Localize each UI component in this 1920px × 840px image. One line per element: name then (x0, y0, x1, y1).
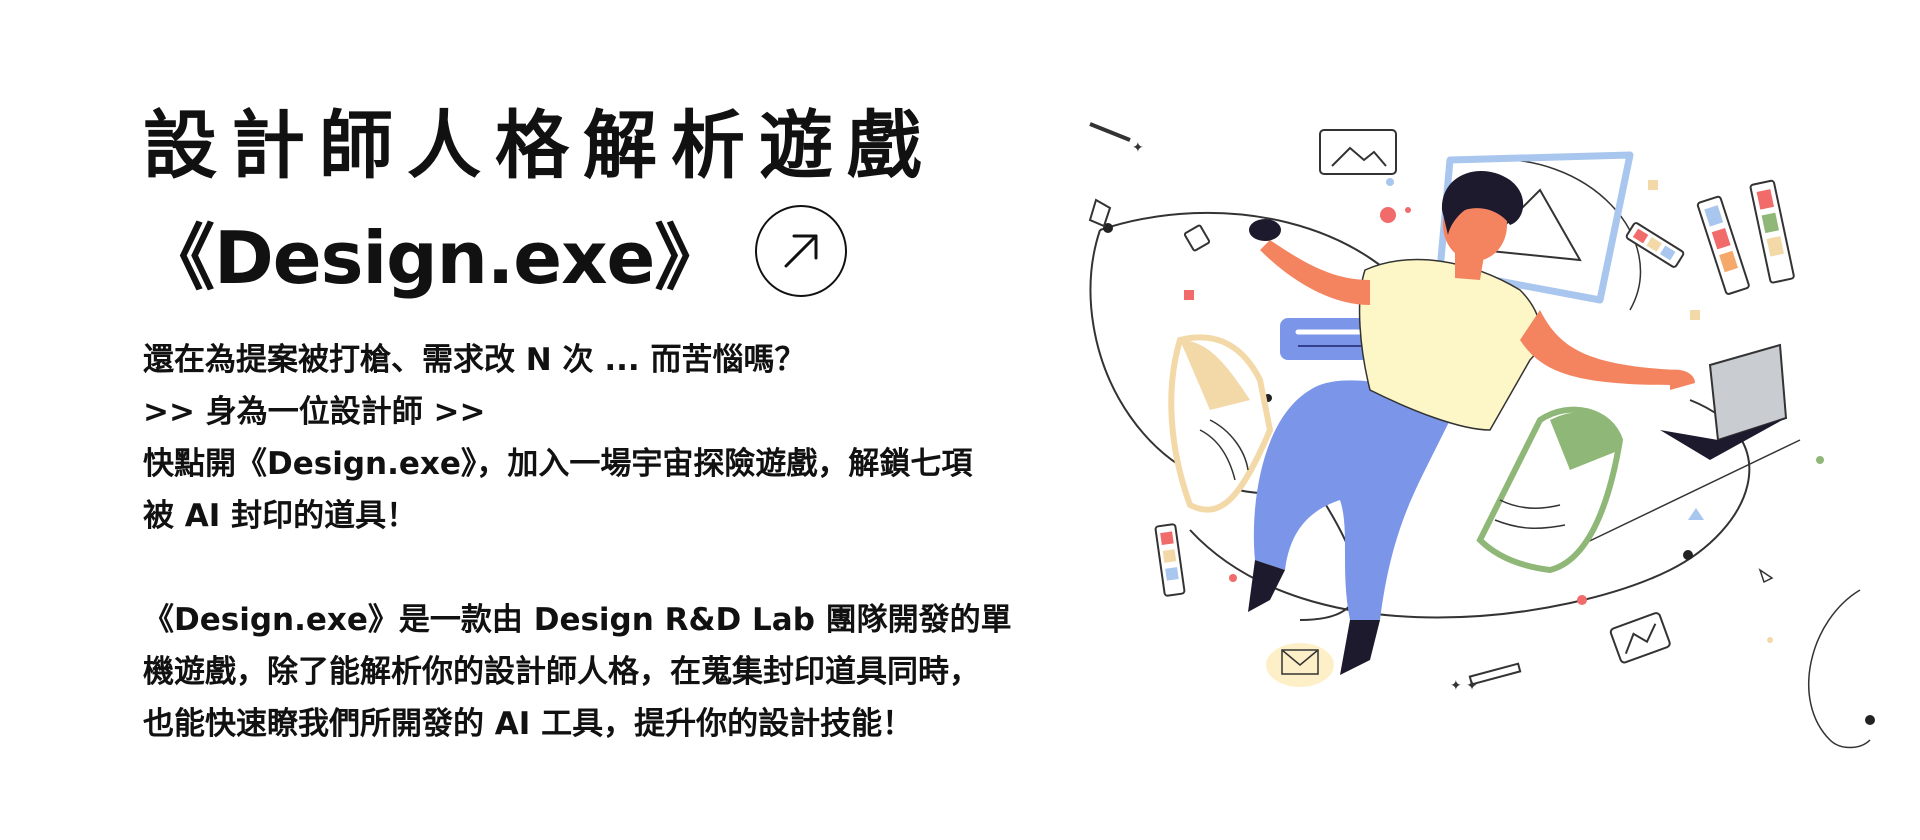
character-shoe (1248, 560, 1285, 612)
decor-dot (1229, 574, 1237, 582)
arrow-up-right-icon (784, 234, 818, 268)
intro-paragraph: 還在為提案被打槍、需求改 N 次 ... 而苦惱嗎？ >> 身為一位設計師 >>… (143, 334, 1083, 542)
decor-square (1648, 180, 1658, 190)
title-row: 《Design.exe》 (143, 196, 1083, 306)
orbit-dot (1683, 550, 1693, 560)
pencil-icon (1089, 122, 1131, 142)
description-paragraph: 《Design.exe》是一款由 Design R&D Lab 團隊開發的單 機… (143, 594, 1083, 750)
game-title: 《Design.exe》 (143, 215, 726, 300)
orbit-line (1549, 439, 1801, 561)
orbit-dot (1865, 715, 1875, 725)
decor-square (1690, 310, 1700, 320)
decor-dot (1386, 178, 1394, 186)
character-arm (1260, 240, 1370, 305)
orbit-line (1189, 399, 1751, 619)
orbit-line (1808, 589, 1871, 749)
decor-dot (1577, 595, 1587, 605)
color-palette-card (1696, 195, 1750, 295)
envelope-icon (1281, 649, 1319, 666)
envelope-icon (1281, 649, 1319, 675)
pen-tool-icon (1088, 198, 1112, 228)
description-line: 也能快速瞭我們所開發的 AI 工具，提升你的設計技能！ (143, 706, 914, 742)
image-icon (1319, 129, 1397, 175)
sparkle-icon: ✦ (1132, 140, 1144, 156)
orbit-dot (1103, 223, 1113, 233)
decor-square (1184, 290, 1194, 300)
color-swatch-strip (1625, 222, 1685, 268)
intro-line: 還在為提案被打槍、需求改 N 次 ... 而苦惱嗎？ (143, 342, 806, 378)
image-card-icon (1609, 612, 1671, 664)
triangle-icon (1688, 508, 1704, 520)
picture-frame (1436, 151, 1634, 304)
paper-fold (1180, 340, 1250, 410)
color-palette-card (1154, 523, 1186, 597)
designer-illustration: ✦ ✦ ✦ (1088, 122, 1875, 749)
character-hand (1670, 369, 1695, 390)
eraser-icon (1183, 224, 1211, 252)
intro-line: 被 AI 封印的道具！ (143, 498, 418, 534)
paper-lines (1199, 419, 1249, 481)
pencil-icon (1468, 662, 1522, 686)
intro-line: 快點開《Design.exe》，加入一場宇宙探險遊戲，解鎖七項 (143, 446, 973, 482)
page-title: 設計師人格解析遊戲 (143, 103, 935, 189)
character-arm (1520, 310, 1675, 385)
description-line: 機遊戲，除了能解析你的設計師人格，在蒐集封印道具同時， (143, 654, 980, 690)
cursor-icon (1758, 568, 1774, 584)
open-link-button[interactable] (755, 205, 848, 297)
character-hair (1441, 171, 1524, 235)
description-line: 《Design.exe》是一款由 Design R&D Lab 團隊開發的單 (143, 602, 1012, 638)
character-shoe (1340, 620, 1380, 675)
decor-dot (1380, 207, 1396, 223)
intro-line: >> 身為一位設計師 >> (143, 394, 486, 430)
decor-dot (1816, 456, 1824, 464)
hero-text: 設計師人格解析遊戲 《Design.exe》 還在為提案被打槍、需求改 N 次 … (143, 100, 1083, 750)
sparkle-icon: ✦ ✦ (1450, 678, 1478, 694)
image-icon (1331, 146, 1387, 167)
laptop-screen (1708, 343, 1788, 442)
laptop-base (1660, 418, 1786, 460)
paper-sheet (1168, 334, 1274, 513)
decor-dot (1767, 637, 1773, 643)
mouse-icon (1249, 219, 1281, 241)
paper-lines (1494, 499, 1566, 530)
paper-fold-green (1550, 411, 1620, 470)
character-pants (1253, 380, 1460, 620)
color-palette-card (1749, 179, 1795, 284)
decor-dot (1405, 207, 1411, 213)
